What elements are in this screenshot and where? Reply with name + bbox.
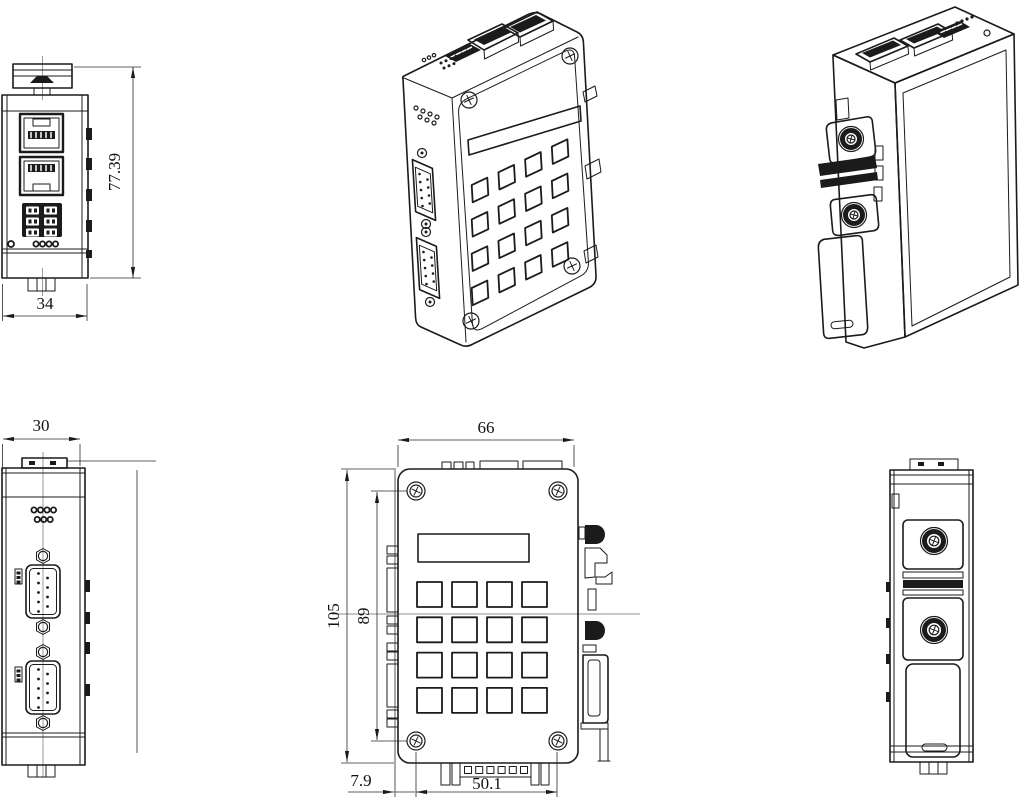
ethernet-port-1: [18, 112, 65, 154]
serial-port-2-iso: [415, 226, 441, 308]
dimension-face-width: 66: [397, 418, 575, 467]
dim-front-width: 34: [37, 294, 55, 313]
view-isometric-front: [401, 11, 602, 347]
top-edge-connectors: [441, 460, 563, 470]
dim-face-screw-span: 50.1: [472, 774, 502, 793]
view-rear-din: [886, 458, 974, 775]
dim-side-width: 30: [33, 416, 50, 435]
dim-face-overall-height: 105: [324, 603, 343, 629]
keypad-iso: [470, 138, 570, 307]
bottom-connector-front: [27, 277, 56, 292]
device-body-front: [1, 94, 89, 279]
din-clip-rear: [902, 519, 964, 758]
dim-face-screw-offset: 7.9: [350, 771, 371, 790]
dip-switch-top-rear-iso: [934, 21, 970, 38]
keypad-face: [416, 581, 548, 714]
dim-front-height: 77.39: [105, 153, 124, 191]
dimension-front-width: 34: [2, 284, 88, 321]
terminal-block: [22, 203, 62, 237]
led-dots-rear-iso: [955, 15, 974, 25]
view-side-serial: 30: [1, 416, 156, 778]
display-face: [417, 533, 530, 563]
din-rail-profile-side: [578, 525, 613, 762]
dimension-face-bottom: 7.9 50.1: [348, 470, 558, 797]
serial-port-2: [25, 644, 61, 731]
led-indicators-iso: [413, 52, 458, 126]
left-edge-serial-profile: [386, 545, 399, 728]
ethernet-port-2: [18, 155, 65, 197]
bottom-edge-connector: [440, 762, 550, 786]
dip-switch-top-iso: [445, 44, 481, 62]
hole-top-rear-iso: [983, 29, 991, 37]
serial-port-1: [25, 548, 61, 635]
din-clip-top: [12, 63, 73, 96]
dimension-front-height: 77.39: [74, 66, 141, 279]
led-indicators-side: [30, 506, 58, 524]
bottom-connector-side: [27, 764, 56, 778]
dimension-side-width: 30: [2, 416, 81, 470]
view-isometric-rear: [817, 6, 1019, 349]
din-rail-hooks-iso: [582, 85, 602, 264]
bottom-connector-rear: [919, 761, 948, 775]
view-front-face: 66 105 89 7.9 50.1: [324, 418, 640, 797]
ethernet-ports-top-iso: [467, 11, 555, 60]
dim-face-width: 66: [478, 418, 495, 437]
device-body-face: [397, 468, 579, 764]
serial-pins-iso: [418, 172, 436, 286]
din-clip-rear-iso: [817, 97, 884, 340]
serial-pins-side: [37, 572, 49, 709]
dimension-face-heights: 105 89: [324, 468, 407, 764]
serial-port-1-iso: [411, 147, 437, 230]
display-iso: [467, 105, 582, 156]
view-front-narrow: 77.39 34: [1, 56, 141, 321]
device-body-side: [1, 467, 86, 766]
led-indicators-front: [7, 240, 60, 248]
side-feature-strips: [14, 568, 23, 683]
corner-screws-iso: [460, 47, 581, 330]
dim-face-screw-height: 89: [354, 608, 373, 625]
